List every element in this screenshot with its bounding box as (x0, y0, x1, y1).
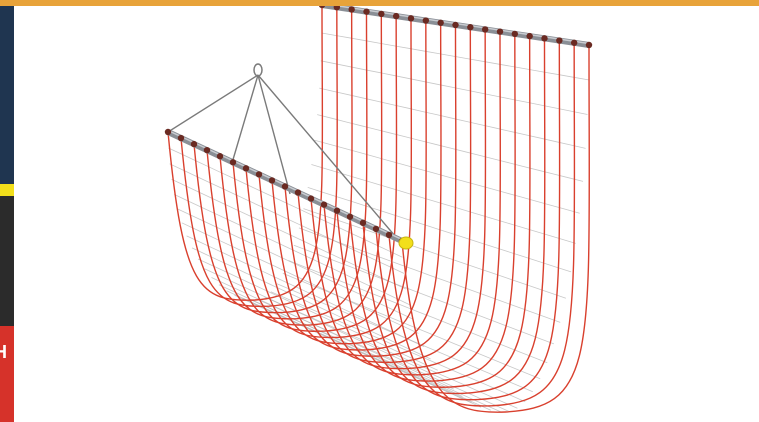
net-mesh-line (186, 235, 425, 348)
pipe-clamp (467, 24, 474, 31)
net-mesh-line (320, 60, 588, 115)
front-pipe (164, 128, 406, 245)
pipe-clamp (281, 183, 289, 190)
pipe-clamp (307, 195, 315, 202)
left-photo-letter: H (0, 342, 7, 362)
net-red-rope (336, 33, 516, 382)
pipe-clamp (333, 6, 341, 11)
net-red-rope (258, 20, 427, 345)
pipe-clamp (320, 201, 328, 208)
pipe-clamp (242, 165, 250, 172)
pipe-clamp (164, 128, 172, 136)
net-red-rope (297, 27, 472, 364)
net-illustration (164, 6, 593, 413)
net-mesh-line (311, 164, 576, 244)
left-photo-blue-area (0, 6, 14, 196)
pipe-clamp (556, 37, 563, 44)
pipe-clamp (359, 219, 367, 227)
pipe-clamp (229, 159, 237, 166)
bridle-rope (257, 74, 396, 237)
pipe-clamp (526, 32, 533, 40)
front-pipe-end-cap (398, 236, 414, 250)
pipe-clamp (190, 140, 198, 148)
net-red-rope (375, 40, 561, 401)
net-red-rope (219, 13, 383, 326)
net-mesh-line (197, 258, 438, 371)
net-mesh-line (264, 296, 518, 409)
net-red-rope (401, 44, 591, 413)
net-mesh-line (276, 283, 533, 393)
pipe-clamp (216, 153, 224, 160)
net-mesh-line (191, 247, 431, 360)
pipe-clamp (452, 21, 459, 29)
pipe-clamp (541, 35, 548, 42)
pipe-clamp (294, 189, 302, 196)
pipe-clamp (255, 171, 263, 178)
net-red-rope (323, 31, 502, 376)
bridle-rope (257, 74, 291, 195)
end-cap (398, 236, 414, 250)
net-red-rope (284, 24, 457, 357)
top-orange-bar (0, 0, 759, 6)
net-mesh-line (303, 208, 567, 299)
net-mesh-line (171, 178, 407, 290)
net-red-rope (310, 29, 487, 370)
net-red-rope (388, 42, 576, 407)
net-red-rope (193, 9, 353, 314)
pipe-clamp (203, 146, 211, 154)
net-red-ropes (167, 6, 591, 413)
pipe-clamp (392, 12, 400, 20)
net-mesh-line (317, 114, 584, 182)
pipe-clamp (407, 15, 415, 22)
net-mesh-line (314, 139, 580, 214)
net-mesh-line (181, 222, 419, 334)
bridle-rope (167, 74, 259, 133)
pipe-clamp (268, 177, 276, 184)
net-red-rope (167, 6, 324, 301)
pipe-clamp (481, 26, 489, 33)
pipe-clamp (511, 30, 519, 38)
net-mesh-line (169, 163, 405, 274)
back-pipe (318, 6, 593, 49)
pipe-clamp (346, 213, 354, 220)
left-photo-dark-area (0, 196, 14, 336)
net-mesh-line (211, 277, 454, 390)
net-mesh-line (204, 268, 446, 381)
pipe-clamp (333, 207, 341, 214)
net-mesh-line (242, 297, 491, 411)
bridle-rope (231, 74, 259, 164)
pipe-clamp (496, 28, 504, 35)
left-photo-yellow-area (0, 184, 14, 196)
net-mesh-line (319, 87, 586, 149)
pipe-clamp (378, 10, 385, 18)
left-photo-edge: H (0, 6, 14, 422)
net-red-rope (271, 22, 442, 351)
net-mesh-line (282, 272, 541, 380)
pipe-clamp (318, 6, 326, 9)
net-mesh-line (288, 260, 548, 364)
net-red-rope (362, 38, 546, 395)
pipe-clamp (348, 6, 355, 13)
net-red-rope (206, 11, 368, 320)
lifting-bridle (167, 63, 396, 237)
pipe-clamp (385, 231, 393, 239)
pipe-clamp (372, 225, 380, 233)
pipe-clamp (422, 17, 430, 24)
left-photo-red-area (0, 326, 14, 422)
lifting-ring (253, 63, 263, 77)
pipe-clamp (363, 8, 370, 15)
pipe-clamp (177, 134, 185, 142)
net-mesh-line (293, 244, 555, 345)
net-red-rope (349, 36, 531, 388)
net-mesh-line (298, 227, 561, 323)
pipe-clamp (585, 41, 593, 49)
pipe-clamp (437, 19, 444, 26)
pipe-clamp (570, 39, 578, 46)
